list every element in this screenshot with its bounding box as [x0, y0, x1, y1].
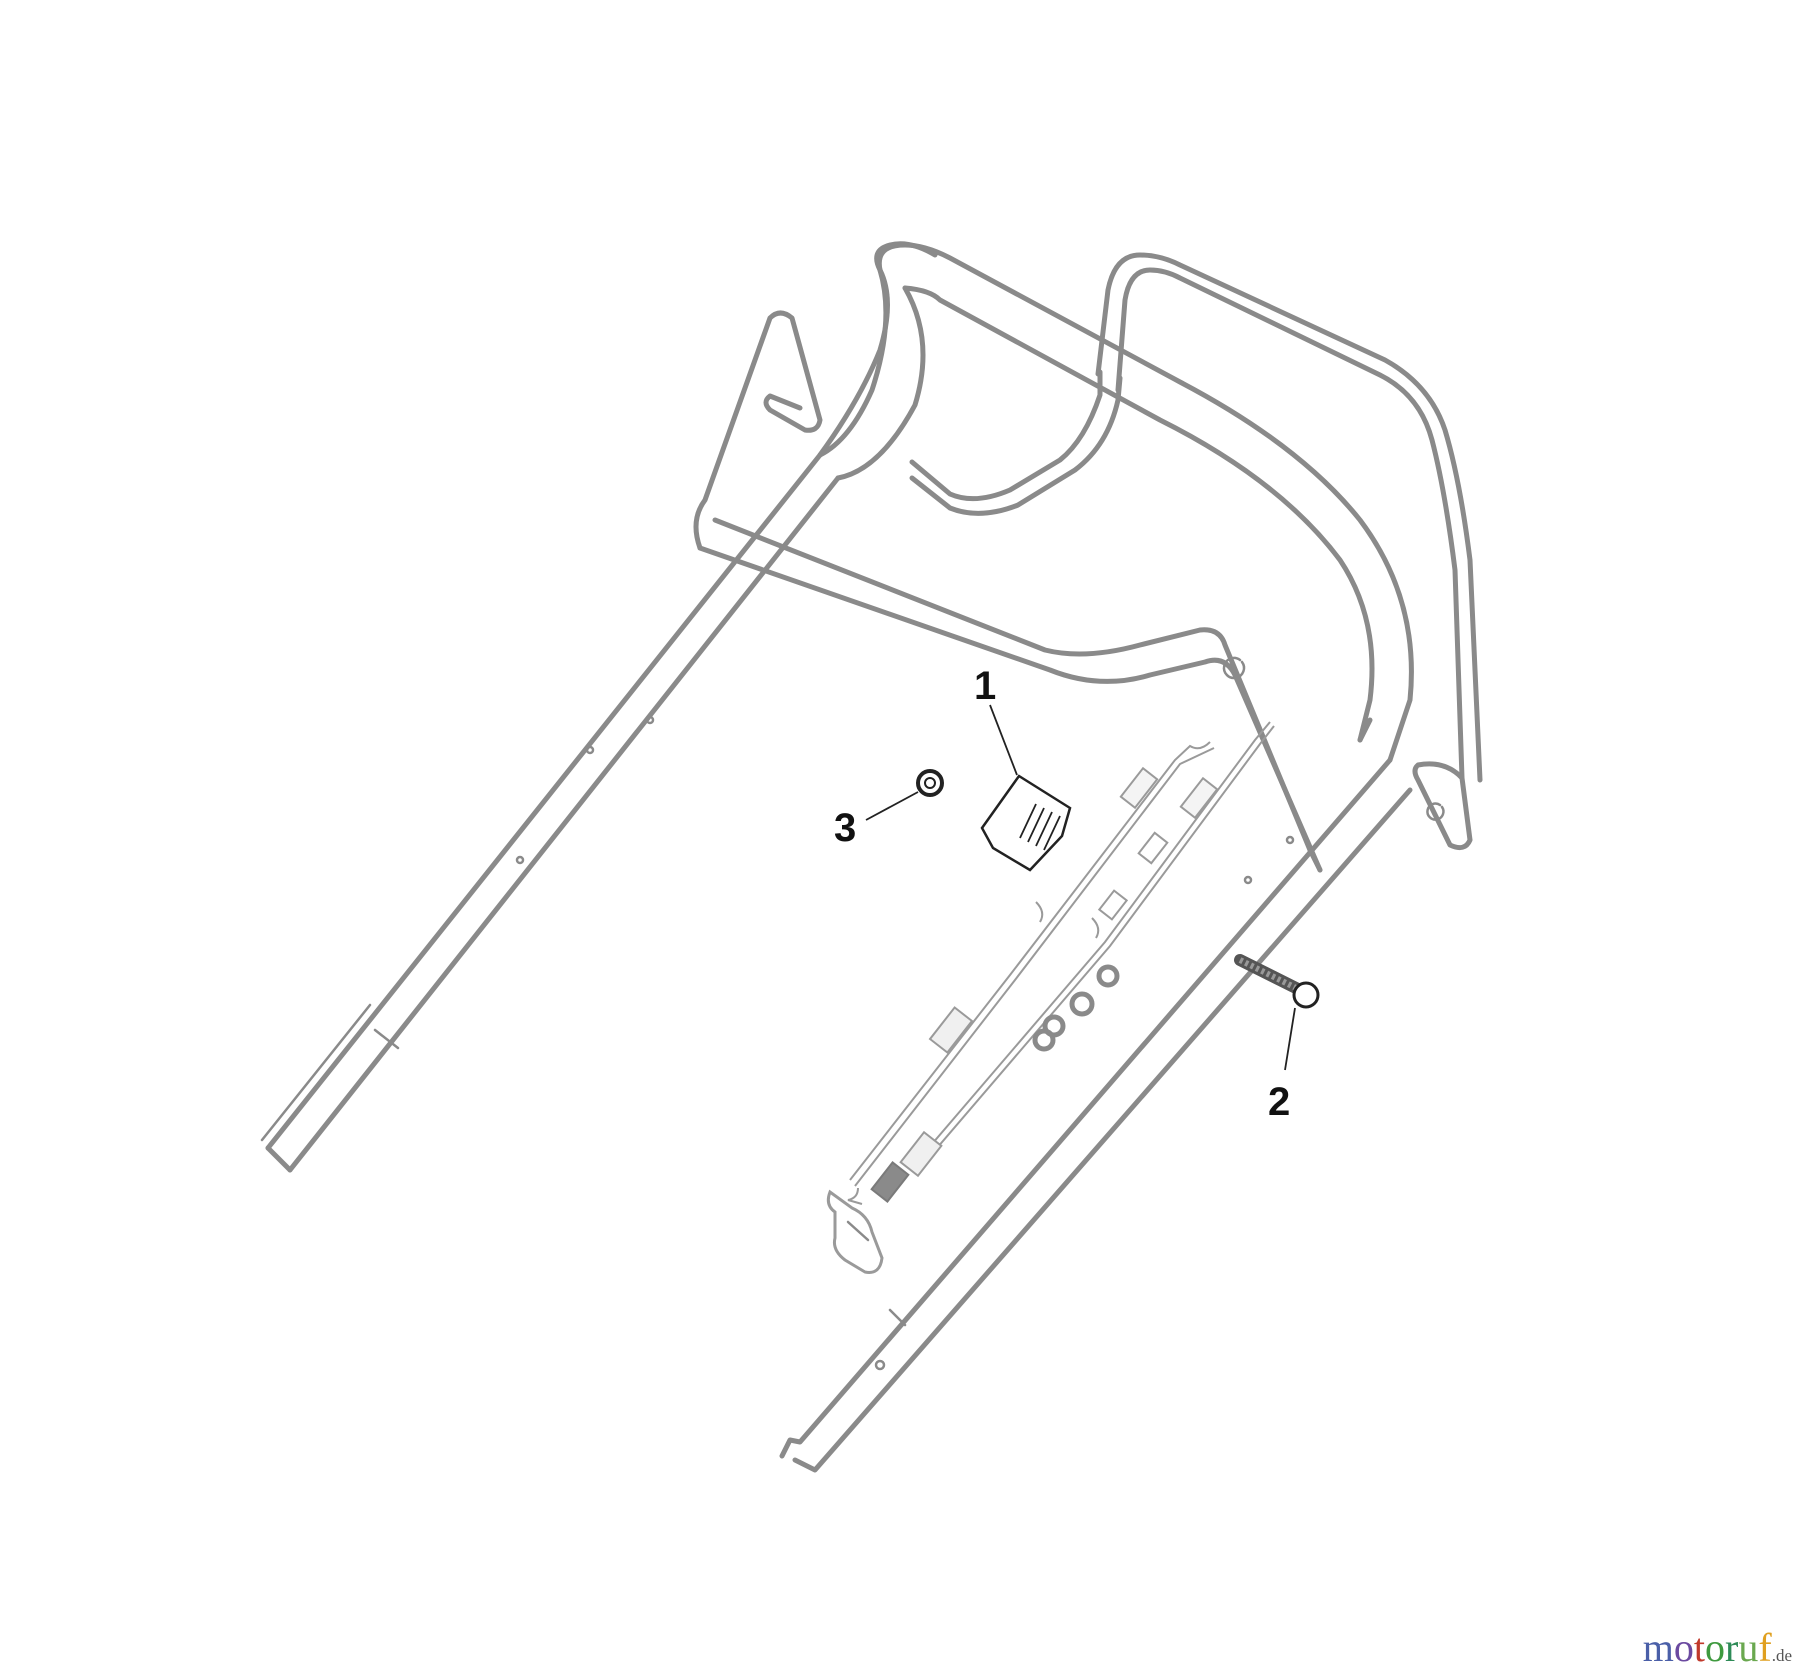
left-hook: [693, 310, 1323, 873]
part-3-nut[interactable]: [865, 769, 944, 821]
watermark-tld: .de: [1771, 1646, 1792, 1665]
part-2-screw[interactable]: [1234, 954, 1320, 1071]
lower-crossbar: [712, 517, 1323, 873]
right-lower-rail: [779, 717, 1413, 1473]
watermark-letter: o: [1705, 1625, 1726, 1670]
leader-line-1: [989, 704, 1018, 776]
watermark-letter: m: [1642, 1625, 1674, 1670]
cable-clamp: [826, 1189, 884, 1274]
part-1-cable-clip[interactable]: [980, 774, 1072, 872]
callout-2[interactable]: 2: [1268, 1080, 1291, 1124]
upper-handle-loop: [817, 242, 1414, 763]
callout-1[interactable]: 1: [974, 664, 997, 708]
watermark-logo: motoruf.de: [1643, 1628, 1792, 1668]
watermark-letter: o: [1673, 1625, 1694, 1670]
left-lower-rail: [260, 241, 938, 1173]
watermark-letter: f: [1758, 1625, 1772, 1670]
upper-cable: [847, 741, 1215, 1205]
outer-bail-handle: [1095, 252, 1483, 851]
inner-j-hook: [909, 369, 1123, 516]
watermark-letter: t: [1693, 1625, 1706, 1670]
watermark-letter: r: [1725, 1625, 1739, 1670]
watermark-letter: u: [1738, 1625, 1759, 1670]
washers: [1032, 964, 1120, 1052]
lower-cable: [870, 721, 1275, 1203]
callout-3[interactable]: 3: [834, 806, 857, 850]
